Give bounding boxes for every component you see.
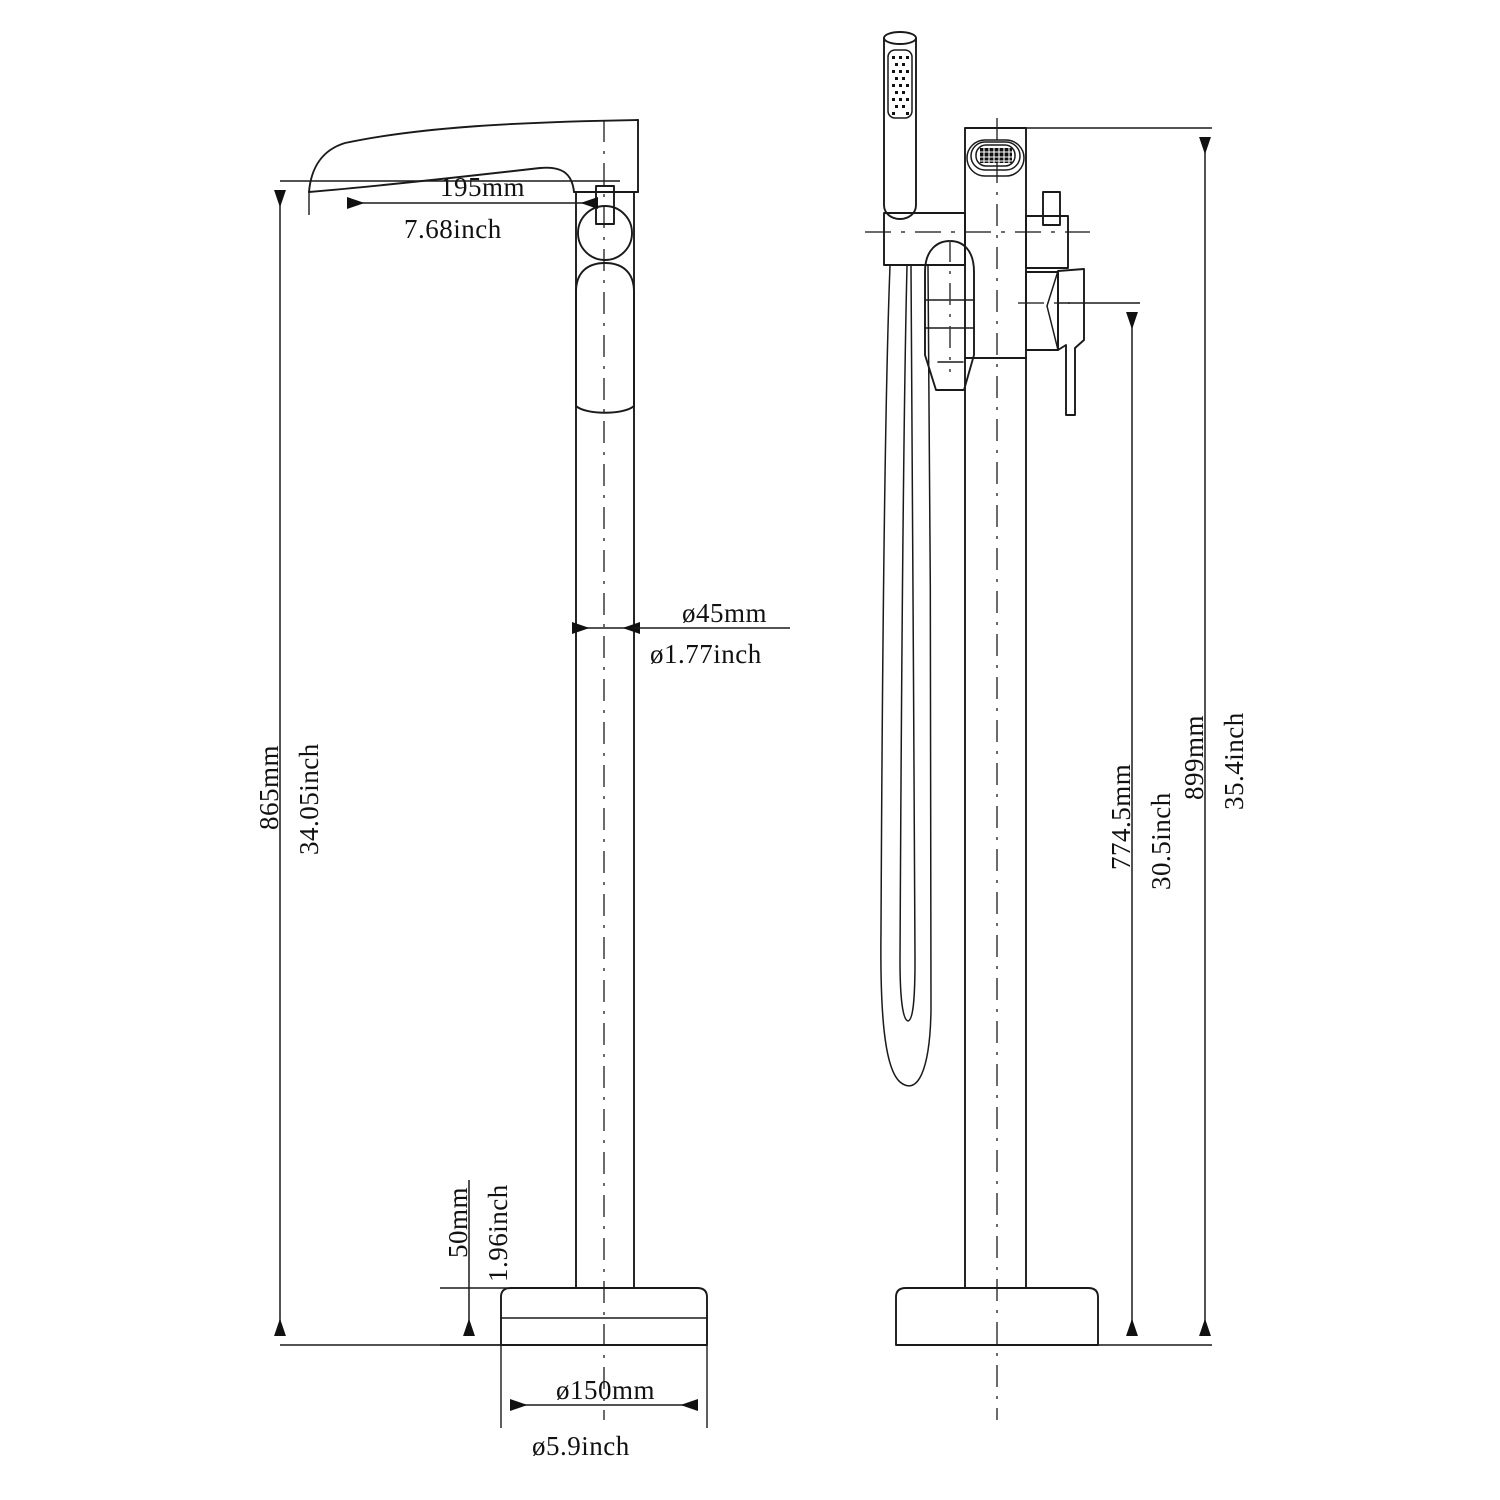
cartridge-body (575, 262, 635, 414)
dim-base-diameter-mm: ø150mm (556, 1375, 655, 1405)
aerator-mesh (980, 148, 1012, 163)
side-view: 774.5mm 30.5inch 899mm 35.4inch (865, 31, 1249, 1420)
diverter-body (1025, 215, 1069, 269)
dim-overall-height-front-inch: 34.05inch (294, 743, 324, 855)
dimension-base-diameter: ø150mm ø5.9inch (500, 1345, 708, 1461)
floor-base-side (895, 1287, 1212, 1346)
cradle-bracket (883, 212, 966, 266)
aerator-inner (975, 144, 1016, 167)
handshower-top-ellipse (883, 31, 917, 45)
dim-column-diameter-mm: ø45mm (682, 598, 767, 628)
riser-column-front (575, 191, 635, 1289)
dim-spout-reach-inch: 7.68inch (404, 214, 502, 244)
handle-lever (1057, 268, 1085, 416)
shower-hose (880, 265, 933, 1087)
dim-overall-height-side-inch: 35.4inch (1219, 712, 1249, 810)
dim-column-diameter-inch: ø1.77inch (650, 639, 762, 669)
handshower-spray-holes (892, 56, 909, 115)
riser-column-side (964, 357, 1027, 1289)
cradle-cone-body (924, 240, 975, 391)
spout-body-side (964, 127, 1212, 359)
dim-base-diameter-inch: ø5.9inch (532, 1431, 630, 1461)
diverter-stem (1042, 191, 1061, 226)
valve-assembly (575, 185, 635, 414)
floor-base-front (500, 1287, 708, 1346)
cradle-block (883, 212, 966, 266)
front-view: 195mm 7.68inch 865mm 34.05inch ø45mm ø1.… (254, 119, 790, 1461)
aerator-outer (966, 139, 1025, 177)
spout (308, 119, 639, 193)
mixer-handle (1025, 268, 1085, 416)
aerator-mid (970, 141, 1021, 171)
dim-overall-height-front-mm: 865mm (254, 745, 284, 830)
dim-base-height-mm: 50mm (443, 1187, 473, 1258)
handle-escutcheon (1025, 271, 1059, 351)
dimension-handle-height: 774.5mm 30.5inch (1058, 302, 1176, 1336)
dimension-base-height: 50mm 1.96inch (440, 1180, 513, 1346)
dim-handle-height-mm: 774.5mm (1106, 764, 1136, 870)
valve-cap-circle (577, 205, 633, 261)
cradle-cone (924, 240, 975, 391)
dim-handle-height-inch: 30.5inch (1146, 792, 1176, 890)
base-outline (500, 1287, 708, 1346)
dim-overall-height-side-mm: 899mm (1179, 715, 1209, 800)
handshower (883, 31, 917, 220)
dimension-spout-reach: 195mm 7.68inch (308, 172, 598, 244)
dim-spout-reach-mm: 195mm (440, 172, 525, 202)
dimension-overall-height-side: 899mm 35.4inch (1179, 136, 1249, 1336)
dim-base-height-inch: 1.96inch (483, 1184, 513, 1282)
diverter-knob (1025, 191, 1069, 269)
base-outline-side (895, 1287, 1099, 1346)
dimension-column-diameter: ø45mm ø1.77inch (572, 598, 790, 669)
handshower-spray-face (887, 49, 913, 119)
